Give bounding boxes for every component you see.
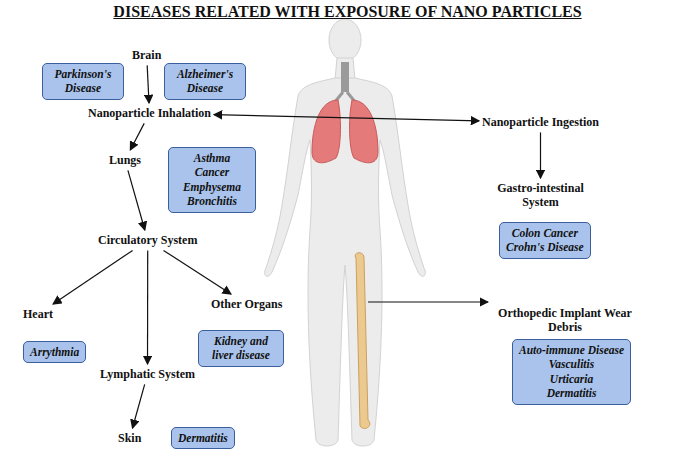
flow-label: Nanoparticle Inhalation <box>88 106 211 120</box>
node-text: Kidney and liver disease <box>205 334 277 363</box>
flow-label: Skin <box>118 431 141 445</box>
node-text: Lungs <box>109 153 141 167</box>
flow-arrow <box>214 115 479 121</box>
node-text: Dermatitis <box>519 386 624 400</box>
node-text: Crohn's Disease <box>506 240 584 254</box>
flow-label: Brain <box>132 48 161 62</box>
node-text: Colon Cancer <box>506 226 584 240</box>
disease-box: Kidney and liver disease <box>198 330 284 367</box>
flow-label: Lymphatic System <box>100 367 195 381</box>
flow-label: Circulatory System <box>98 233 197 247</box>
disease-box: Alzheimer's Disease <box>164 63 246 100</box>
diagram-title: DISEASES RELATED WITH EXPOSURE OF NANO P… <box>0 3 695 21</box>
node-text: Cancer <box>175 165 249 179</box>
node-text: Emphysema <box>175 180 249 194</box>
node-text: Vasculitis <box>519 357 624 371</box>
node-text: Arrythmia <box>30 345 79 359</box>
flow-arrow <box>147 250 148 364</box>
leader-line <box>368 301 488 302</box>
flow-arrow <box>53 250 132 304</box>
node-text: Lymphatic System <box>100 367 195 381</box>
flow-label: Other Organs <box>211 297 282 311</box>
disease-box: Colon CancerCrohn's Disease <box>499 222 591 259</box>
flow-label: Lungs <box>109 153 141 167</box>
node-text: Other Organs <box>211 297 282 311</box>
disease-box: AsthmaCancerEmphysemaBronchitis <box>168 147 256 213</box>
flow-arrow <box>130 123 144 150</box>
flow-label: Orthopedic Implant Wear Debris <box>495 306 635 335</box>
disease-box: Parkinson's Disease <box>42 63 124 100</box>
node-text: Auto-immune Disease <box>519 343 624 357</box>
node-text: Dermatitis <box>178 431 228 445</box>
node-text: Nanoparticle Inhalation <box>88 106 211 120</box>
flow-arrow <box>133 384 145 428</box>
node-text: Circulatory System <box>98 233 197 247</box>
node-text: Parkinson's Disease <box>49 67 117 96</box>
node-text: Gastro-intestinal System <box>478 181 603 210</box>
node-text: Brain <box>132 48 161 62</box>
node-text: Nanoparticle Ingestion <box>482 115 599 129</box>
node-text: Orthopedic Implant Wear Debris <box>495 306 635 335</box>
flow-arrow <box>540 132 541 178</box>
flow-arrow <box>163 250 230 294</box>
disease-box: Arrythmia <box>23 341 86 363</box>
node-text: Alzheimer's Disease <box>171 67 239 96</box>
disease-box: Dermatitis <box>171 427 235 449</box>
node-text: Heart <box>23 307 53 321</box>
flow-label: Heart <box>23 307 53 321</box>
flow-arrow <box>147 65 149 103</box>
node-text: Urticaria <box>519 372 624 386</box>
disease-box: Auto-immune DiseaseVasculitisUrticariaDe… <box>512 339 631 405</box>
node-text: Skin <box>118 431 141 445</box>
flow-arrow <box>128 170 145 230</box>
node-text: Bronchitis <box>175 194 249 208</box>
flow-label: Nanoparticle Ingestion <box>482 115 599 129</box>
flow-label: Gastro-intestinal System <box>478 181 603 210</box>
node-text: Asthma <box>175 151 249 165</box>
